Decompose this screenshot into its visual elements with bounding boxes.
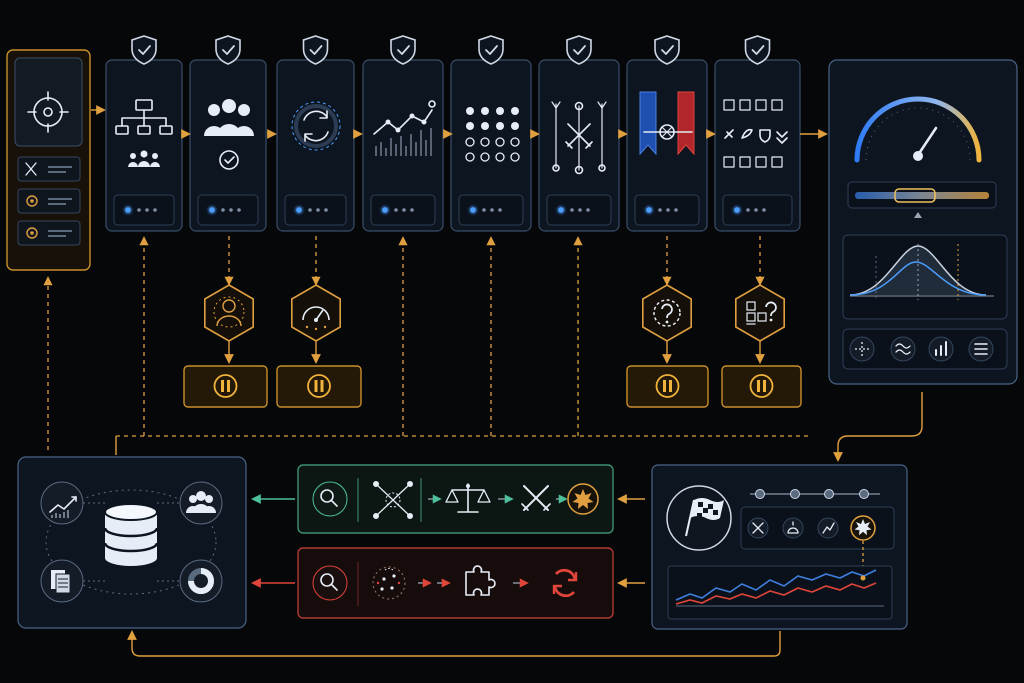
result-icon: [782, 517, 804, 539]
timeline: [750, 489, 880, 499]
success-path: [251, 464, 645, 534]
search-icon: [312, 481, 348, 517]
checkpoints: [183, 284, 802, 408]
checkpoint-performance-review: [276, 284, 362, 408]
stage-card-team[interactable]: [189, 35, 267, 232]
shield-check-icon: [478, 35, 504, 65]
range-slider: [847, 181, 997, 218]
gauge-hex-icon: [302, 306, 330, 331]
stage-arrows: [91, 105, 828, 139]
hexagon-shape: [204, 284, 254, 342]
progress-dots: [634, 194, 700, 226]
chart-up-icon: [40, 481, 84, 525]
shield-check-icon: [390, 35, 416, 65]
failure-path: [251, 547, 645, 619]
shield-check-icon: [654, 35, 680, 65]
network-icon: [373, 481, 413, 519]
users-icon: [179, 481, 223, 525]
progress-dots: [546, 194, 612, 226]
menu-icon[interactable]: [968, 336, 994, 362]
pause-button[interactable]: [183, 365, 268, 408]
refresh-cycle-icon: [291, 101, 341, 151]
progress-dots: [722, 194, 793, 226]
pause-icon: [307, 374, 331, 398]
checkered-flag-icon: [666, 485, 732, 551]
database-icon: [103, 503, 159, 566]
legend-card: [6, 49, 91, 271]
result-burst-icon: [850, 515, 876, 541]
result-icon: [817, 517, 839, 539]
shield-check-icon: [302, 35, 329, 65]
hexagon-shape: [641, 284, 693, 342]
pause-icon: [749, 374, 774, 398]
progress-dots: [197, 194, 259, 226]
checkpoint-arrows: [224, 236, 765, 364]
result-icon: [747, 517, 769, 539]
progress-dots: [370, 194, 436, 226]
results-panel: [651, 464, 908, 630]
stage-card-cycle[interactable]: [276, 35, 355, 232]
stage-card-sides[interactable]: [626, 35, 708, 232]
stage-card-hierarchy[interactable]: [105, 35, 183, 232]
legend-row: [17, 156, 81, 182]
banners-icon: [639, 91, 695, 156]
progress-dots: [113, 194, 175, 226]
shield-check-icon: [131, 35, 157, 65]
dot-grid-icon: [465, 107, 520, 162]
data-store-panel: [17, 456, 247, 629]
scatter-icon: [372, 566, 406, 600]
checkpoint-user-review: [183, 284, 268, 408]
distribution-chart: [842, 234, 1008, 320]
checkpoint-grid-question-review: [721, 284, 802, 408]
metrics-panel: [828, 59, 1018, 385]
progress-dots: [284, 194, 347, 226]
question-hex-icon: [653, 299, 681, 327]
stage-card-grid[interactable]: [450, 35, 532, 232]
burst-icon: [567, 483, 599, 515]
team-check-icon: [204, 99, 254, 170]
bars-icon[interactable]: [928, 336, 954, 362]
legend-row: [17, 220, 81, 246]
person-hex-icon: [213, 296, 245, 328]
item-slots-icon: [723, 99, 788, 168]
refresh-icon[interactable]: [552, 568, 578, 598]
pause-button[interactable]: [721, 365, 802, 408]
crossed-swords-icon: [551, 101, 607, 175]
pause-icon: [655, 374, 680, 398]
swords-icon: [521, 485, 551, 511]
sparkle-icon[interactable]: [849, 336, 875, 362]
org-chart-icon: [115, 99, 173, 167]
documents-icon: [40, 559, 84, 603]
pause-icon: [213, 374, 238, 398]
target-icon: [27, 91, 69, 133]
puzzle-icon: [465, 565, 496, 596]
feedback-lines: [43, 236, 923, 657]
search-icon: [312, 565, 348, 601]
stage-card-loadout[interactable]: [714, 35, 801, 232]
pause-button[interactable]: [626, 365, 709, 408]
scales-icon: [445, 483, 491, 513]
shield-check-icon: [566, 35, 592, 65]
performance-chart: [667, 565, 893, 620]
hexagon-shape: [290, 284, 342, 342]
checkpoint-question-review: [626, 284, 709, 408]
wave-icon[interactable]: [890, 336, 916, 362]
stage-card-trend[interactable]: [362, 35, 444, 232]
shield-check-icon: [215, 35, 241, 65]
gauge-icon: [854, 96, 982, 163]
shield-check-icon: [744, 35, 771, 65]
legend-row: [17, 188, 81, 214]
line-trend-icon: [373, 100, 436, 156]
donut-icon: [179, 559, 223, 603]
progress-dots: [458, 194, 524, 226]
grid-question-hex-icon: [746, 301, 777, 325]
pause-button[interactable]: [276, 365, 362, 408]
